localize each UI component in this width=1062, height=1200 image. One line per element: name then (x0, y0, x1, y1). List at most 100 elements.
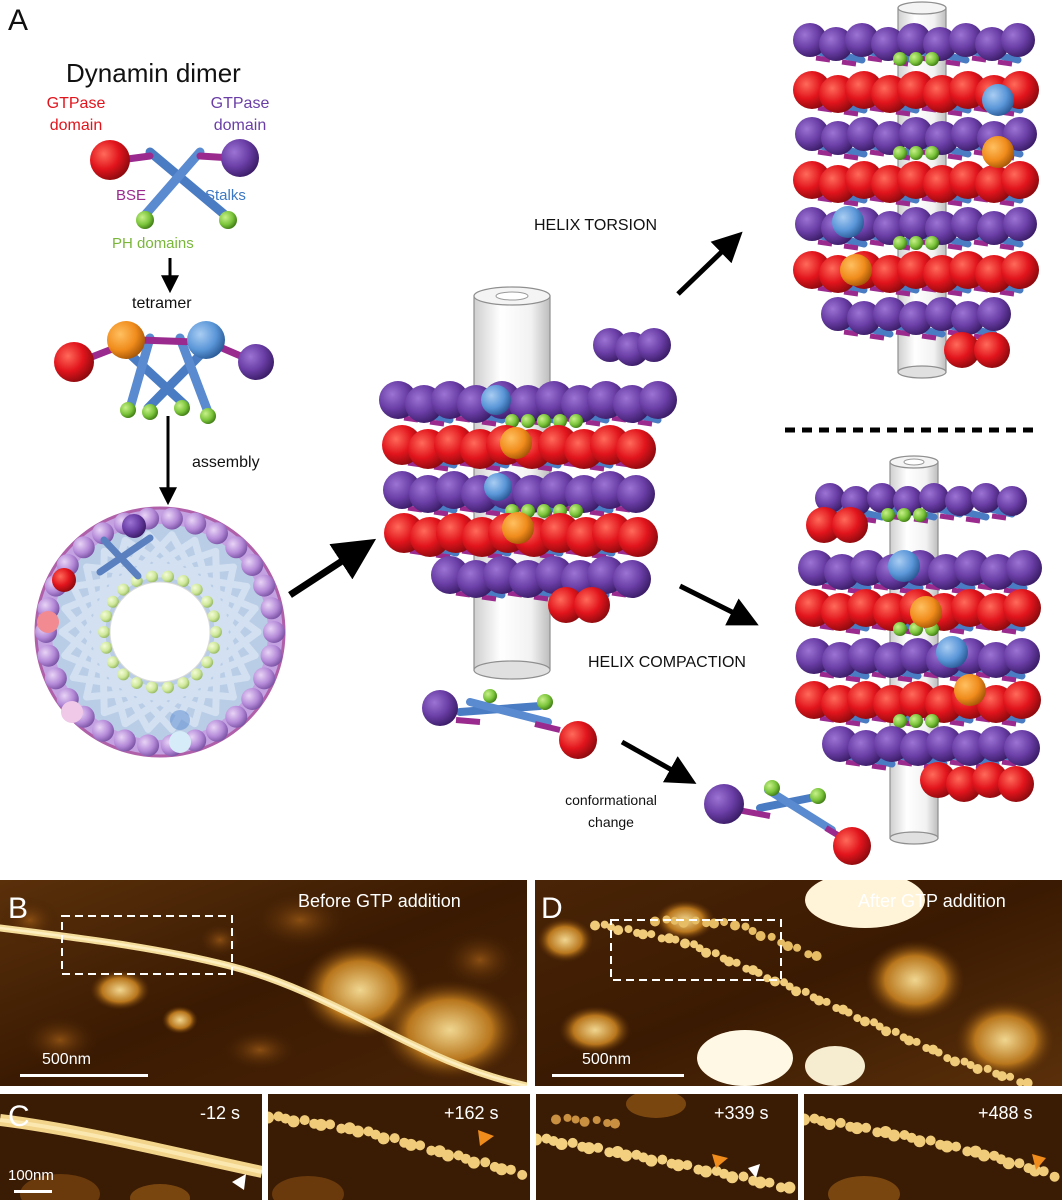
helix-bse (433, 509, 449, 517)
ph-domains-label: PH domains (112, 235, 194, 252)
helix-marker-bead (832, 206, 864, 238)
helix-gtpase-bead (977, 297, 1011, 331)
dimer-illustration (90, 139, 259, 229)
afm-bead (555, 1138, 568, 1150)
afm-bead (738, 1171, 749, 1182)
helix-bse (1001, 719, 1017, 727)
afm-bead (480, 1157, 491, 1168)
helix-bse (843, 243, 859, 251)
helix-bse (815, 55, 831, 63)
ring-stalk (190, 605, 259, 685)
scale-bar-b (20, 1074, 148, 1077)
helix-gtpase-bead (899, 301, 933, 335)
helix-bse (845, 627, 861, 635)
ring-ph-bead (117, 583, 130, 596)
helix-marker-bead (982, 84, 1014, 116)
afm-bead (904, 1035, 914, 1046)
afm-bead (517, 1169, 528, 1180)
afm-bead (700, 1165, 712, 1178)
afm-bead (835, 1117, 846, 1128)
helix-bse (949, 719, 965, 727)
helix-gtpase-bead (618, 517, 658, 557)
afm-bead (701, 947, 712, 958)
afm-bead (951, 1141, 962, 1152)
helix-bse (999, 243, 1015, 251)
ring-ph-bead (190, 583, 203, 596)
gtpase-right-line2: domain (213, 117, 267, 134)
afm-bead (791, 986, 802, 997)
ring-gtpase-bead (184, 512, 207, 535)
afm-bead (624, 925, 633, 934)
afm-bead (610, 1118, 620, 1129)
afm-bead (934, 1048, 943, 1057)
helix-bse (843, 329, 859, 337)
helix-bse (843, 289, 859, 297)
helix-ph-bead (505, 414, 519, 428)
ring-gtpase-bead (241, 688, 264, 711)
afm-bead (912, 1037, 921, 1046)
afm-bead (741, 922, 750, 931)
afm-bead (389, 1133, 400, 1144)
afm-bead (1002, 1157, 1015, 1170)
helix-bse (843, 153, 859, 161)
helix-ph-bead (909, 146, 923, 160)
bse-label: BSE (116, 187, 147, 204)
afm-bead (603, 1119, 612, 1127)
afm-bead (690, 940, 698, 949)
helix-gtpase-bead (899, 117, 933, 151)
helix-bse (947, 289, 963, 297)
scale-label-d: 500nm (582, 1051, 631, 1068)
helix-bse (589, 464, 605, 472)
afm-bead (785, 982, 794, 991)
helix-ph-bead (537, 414, 551, 428)
afm-bead (925, 1135, 936, 1146)
helix-marker-bead (954, 674, 986, 706)
ring-ph-bead (207, 610, 220, 623)
afm-bead (853, 1014, 862, 1023)
helix-gtpase-bead (574, 587, 610, 623)
afm-bead (579, 1116, 590, 1127)
helix-gtpase-bead (637, 328, 671, 362)
helix-gtpase-bead (821, 297, 855, 331)
ring-gtpase-bead (225, 536, 248, 559)
helix-bse (973, 239, 989, 247)
helix-gtpase-bead (613, 560, 651, 598)
helix-gtpase-bead (1001, 251, 1039, 289)
helix-bse (947, 109, 963, 117)
helix-gtpase-bead (951, 301, 985, 335)
afm-bead (960, 1057, 969, 1066)
panel-b-letter: B (8, 892, 29, 925)
helix-bse (947, 243, 963, 251)
helix-bse (897, 675, 913, 683)
afm-bead (551, 1114, 561, 1125)
ring-gtpase-bead (92, 719, 114, 742)
ring-ph-bead (190, 668, 203, 681)
helix-gtpase-bead (925, 297, 959, 331)
afm-bead (607, 923, 615, 932)
helix-bse (841, 59, 857, 67)
afm-bead (860, 1016, 870, 1027)
afm-bead (913, 1135, 926, 1148)
helix-bse (895, 289, 911, 297)
helix-gtpase-bead (897, 23, 931, 57)
ring-gtpase-bead (44, 667, 67, 690)
helix-gtpase-bead (975, 27, 1009, 61)
helix-gtpase-bead (819, 27, 853, 61)
helix-marker-bead (502, 512, 534, 544)
afm-bead (851, 1122, 863, 1135)
afm-bead (872, 1127, 883, 1138)
helix-gtpase-bead (951, 207, 985, 241)
ring-gtpase-bead (260, 597, 283, 620)
afm-bead (671, 935, 680, 944)
helix-gtpase-bead (867, 483, 897, 513)
frame-4-image (804, 1094, 1062, 1200)
helix-bse (845, 675, 861, 683)
ring-gtpase-bead (263, 621, 285, 643)
ring-ph-bead (106, 656, 119, 669)
afm-bead (754, 1176, 767, 1189)
assembly-label: assembly (192, 454, 260, 471)
helix-ph-bead (893, 146, 907, 160)
conformational-change-line2: change (588, 814, 634, 830)
helix-bse (921, 333, 937, 341)
